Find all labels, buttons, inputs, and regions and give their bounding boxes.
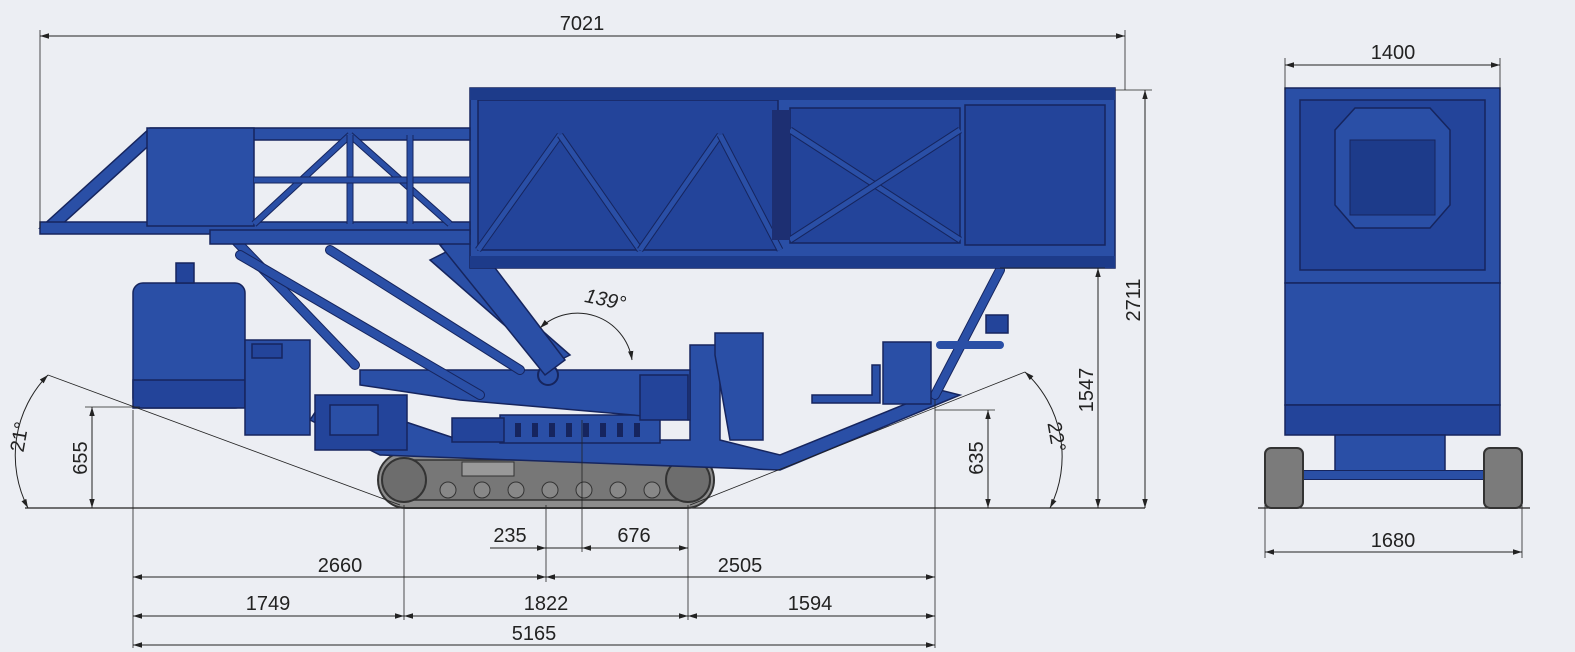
crawler-track bbox=[377, 451, 715, 509]
dim-front-overhang: 1594 bbox=[788, 593, 833, 615]
lower-arm bbox=[359, 369, 691, 421]
engine-base bbox=[132, 379, 246, 409]
dim-offset-676: 676 bbox=[617, 525, 650, 547]
dim-rear-clearance: 655 bbox=[70, 441, 92, 474]
boom-link-3 bbox=[236, 251, 484, 399]
arm-head bbox=[639, 374, 689, 421]
beacon-light bbox=[175, 262, 195, 284]
front-light bbox=[985, 314, 1009, 334]
front-hopper bbox=[714, 332, 764, 441]
dim-total-length: 5165 bbox=[512, 623, 557, 645]
dim-front-clearance: 635 bbox=[966, 441, 988, 474]
operator-console bbox=[882, 341, 932, 405]
front-view-machine bbox=[1264, 87, 1523, 509]
control-panel bbox=[251, 343, 283, 359]
operator-seat bbox=[811, 364, 881, 404]
slewing-ring-bolts bbox=[515, 423, 640, 437]
dim-overall-length: 7021 bbox=[560, 13, 605, 35]
dim-track-length: 1822 bbox=[524, 593, 569, 615]
right-track bbox=[1483, 447, 1523, 509]
boom-base-rail bbox=[209, 229, 471, 245]
dim-top-width: 1400 bbox=[1371, 42, 1416, 64]
dim-boom-angle: 139° bbox=[583, 285, 628, 315]
side-view-machine bbox=[38, 87, 1116, 509]
front-axle bbox=[1334, 434, 1446, 476]
dim-offset-235: 235 bbox=[493, 525, 526, 547]
dim-rear-overhang: 1749 bbox=[246, 593, 291, 615]
pump bbox=[329, 404, 379, 436]
dim-total-height: 2711 bbox=[1123, 278, 1145, 321]
upper-platform bbox=[469, 87, 1116, 269]
boom-link-2 bbox=[326, 246, 524, 374]
rotator-drum bbox=[772, 110, 790, 240]
dim-center-to-front: 2505 bbox=[718, 555, 763, 577]
dim-platform-height: 1547 bbox=[1076, 368, 1098, 413]
dim-rear-angle: 21° bbox=[7, 420, 34, 454]
extension-truss bbox=[38, 127, 471, 235]
dim-rear-to-center: 2660 bbox=[318, 555, 363, 577]
front-strut bbox=[931, 266, 1004, 399]
left-track bbox=[1264, 447, 1304, 509]
counter-block bbox=[451, 417, 505, 443]
slewing-base bbox=[499, 414, 661, 444]
front-undercarriage bbox=[1284, 404, 1501, 436]
front-body bbox=[1284, 282, 1501, 406]
dim-track-width: 1680 bbox=[1371, 530, 1416, 552]
dim-front-angle: 22° bbox=[1042, 420, 1069, 454]
